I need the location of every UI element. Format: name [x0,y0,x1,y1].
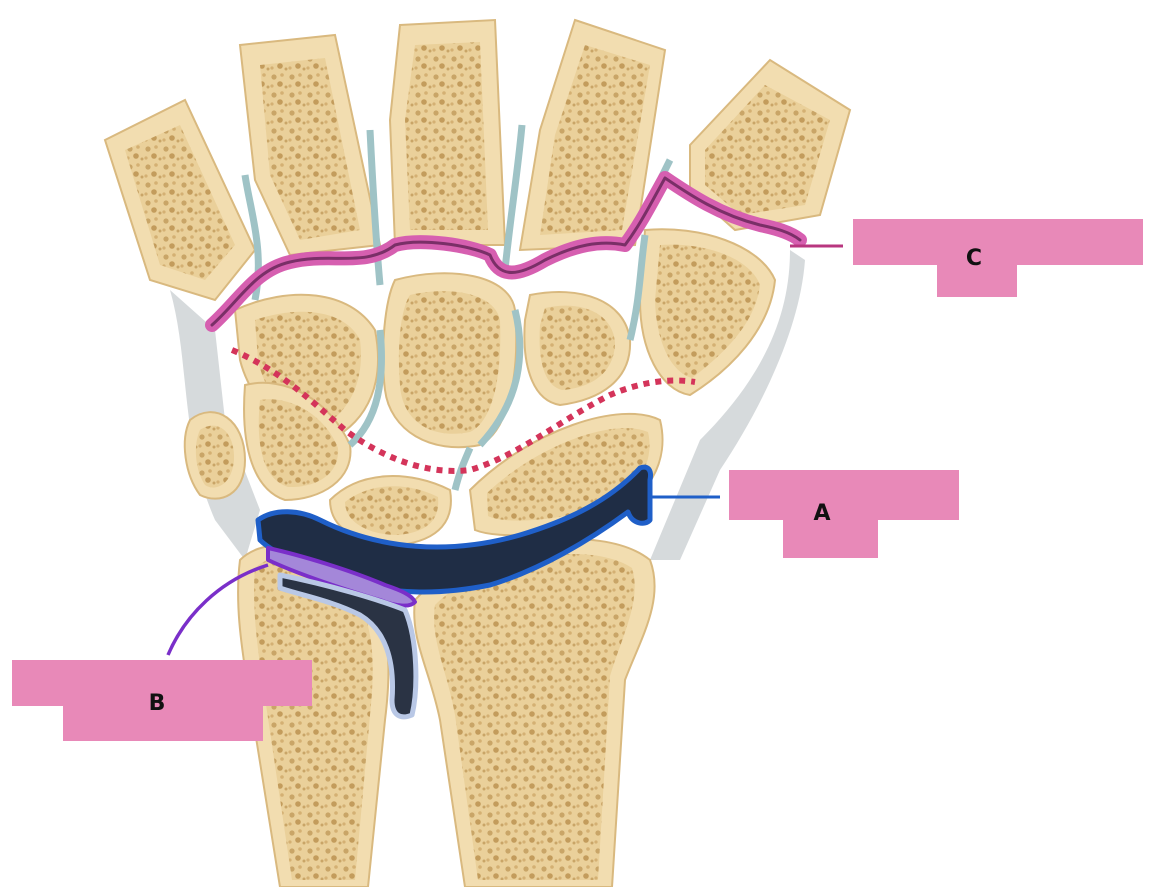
forearm-bones [237,538,656,887]
label-a[interactable]: A [729,470,959,558]
label-b-text: B [149,691,166,716]
carpal-bones [183,228,777,547]
label-c-text: C [966,246,982,271]
leader-line-b [166,563,269,656]
label-b[interactable]: B [12,660,312,741]
label-c[interactable]: C [853,219,1143,297]
distal-radioulnar-joint [266,546,417,608]
radioulnar-recess [277,572,419,720]
metacarpals [103,18,852,302]
label-a-text: A [813,501,830,526]
